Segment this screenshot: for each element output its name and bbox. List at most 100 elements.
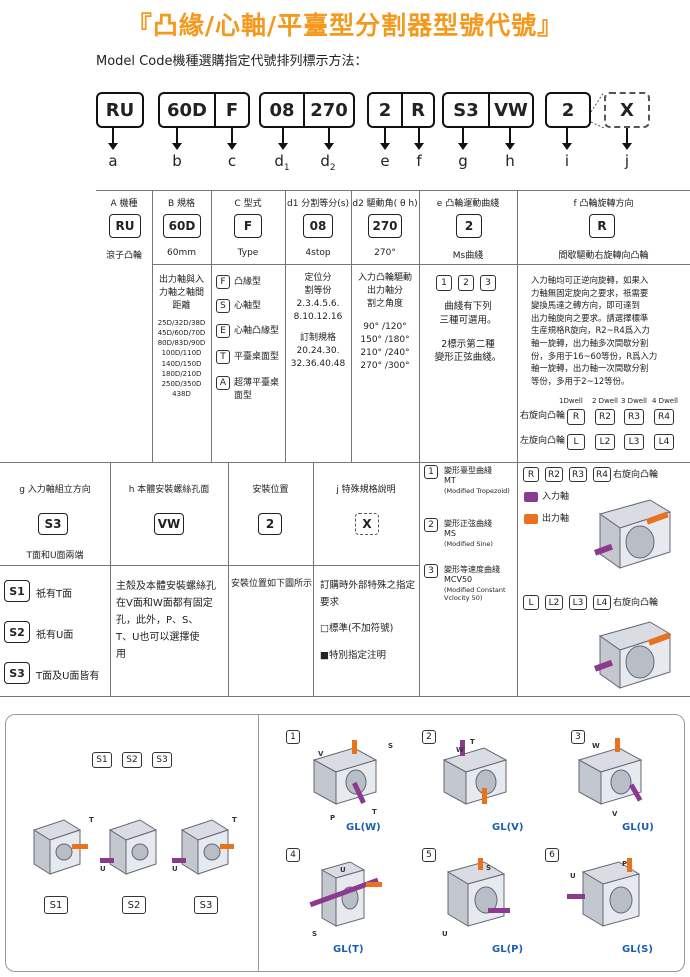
output-shaft-swatch xyxy=(524,514,538,524)
position-6-badge: 6 xyxy=(545,848,559,862)
s-option-3: S3 xyxy=(152,752,172,768)
col-sub-d1: 4stop xyxy=(305,248,331,258)
col-head-d1: d1 分割等分(s) xyxy=(286,199,349,209)
type-key-a: A xyxy=(216,376,230,390)
divider xyxy=(152,190,153,462)
type-key-f: F xyxy=(216,275,230,289)
code-box-d2: 270 xyxy=(303,92,355,128)
rot-l1-lower: L xyxy=(523,595,539,610)
curve-option-1: 1 xyxy=(436,275,452,291)
spec-f-text: 入力軸均可正逆向旋轉，如果入力軸無固定旋向之要求，祇需要變換馬達之轉方向，即可達… xyxy=(531,275,658,386)
arrow-f xyxy=(414,128,424,150)
arrow-h xyxy=(505,128,515,150)
rot-l3-lower: L3 xyxy=(569,595,587,610)
position-2-illustration xyxy=(442,740,508,805)
right-rotation-label: 右旋向凸輪 xyxy=(520,411,566,421)
col-head-c: C 型式 xyxy=(234,199,262,209)
face-label-s-pos4: S xyxy=(312,930,318,938)
rot-r4: R4 xyxy=(654,409,674,425)
position-3-badge: 3 xyxy=(571,730,585,744)
divider xyxy=(419,462,420,696)
dwell-label-2: 2 Dwell xyxy=(592,397,618,405)
spec-j-text: 訂購時外部特殊之指定要求□標準(不加符號)■特別指定注明 xyxy=(320,580,416,661)
code-box-d1: 08 xyxy=(259,92,303,128)
col-head-b: B 規格 xyxy=(167,199,196,209)
col-head-j: j 特殊規格說明 xyxy=(336,485,396,495)
position-1-badge: 1 xyxy=(286,730,300,744)
gearbox-right-illustration xyxy=(594,499,672,569)
type-key-e: E xyxy=(216,324,230,338)
col-sub-g: T面和U面兩端 xyxy=(26,551,84,561)
col-sub-a: 滾子凸輪 xyxy=(105,251,142,261)
col-code-i: 2 xyxy=(258,513,282,535)
position-4-illustration xyxy=(309,861,382,927)
dwell-label-1: 1Dwell xyxy=(559,397,583,405)
assembly-s1: S1 xyxy=(4,580,30,602)
face-label-u-pos5: U xyxy=(442,930,448,938)
letter-f: f xyxy=(416,152,422,170)
position-6-illustration xyxy=(567,858,641,927)
col-head-h: h 本體安裝螺絲孔面 xyxy=(128,485,210,495)
divider xyxy=(419,190,420,462)
arrow-i xyxy=(562,128,572,150)
col-sub-b: 60mm xyxy=(167,248,196,258)
face-label-p-pos6: P xyxy=(622,860,628,868)
assembly-caption-s3: S3 xyxy=(194,896,218,914)
rot-l2: L2 xyxy=(595,434,615,450)
curve-option-3: 3 xyxy=(480,275,496,291)
divider xyxy=(517,462,518,696)
mounting-positions-panel xyxy=(5,714,685,972)
letter-a: a xyxy=(108,152,118,170)
arrow-e xyxy=(380,128,390,150)
position-5-illustration xyxy=(446,858,510,927)
type-label-t: 平臺桌面型 xyxy=(234,352,280,362)
input-shaft-swatch xyxy=(524,492,538,502)
col-head-g: g 入力軸組立方向 xyxy=(19,485,91,495)
arrow-g xyxy=(458,128,468,150)
rot-l2-lower: L2 xyxy=(545,595,563,610)
section-divider xyxy=(0,462,690,463)
divider xyxy=(517,190,518,462)
arrow-c xyxy=(227,128,237,150)
col-code-d1: 08 xyxy=(303,214,333,238)
face-label-w-pos3: W xyxy=(592,742,600,750)
type-key-s: S xyxy=(216,299,230,313)
letter-c: c xyxy=(227,152,237,170)
code-box-g: S3 xyxy=(442,92,488,128)
rot-r2: R2 xyxy=(595,409,615,425)
assembly-s3-illustration xyxy=(172,819,234,875)
letter-d1: d1 xyxy=(274,152,290,173)
assembly-caption-s2: S2 xyxy=(122,896,146,914)
col-head-e: e 凸輪運動曲綫 xyxy=(436,199,500,209)
rot-r1: R xyxy=(567,409,585,425)
col-head-i: 安裝位置 xyxy=(252,485,289,495)
col-code-a: RU xyxy=(109,214,141,238)
gearbox-left-illustration xyxy=(594,621,672,689)
rot-left-label: 右旋向凸輪 xyxy=(613,598,659,608)
assembly-s2-illustration xyxy=(100,819,158,875)
rot-right-label: 右旋向凸輪 xyxy=(613,470,659,480)
face-label-t: T xyxy=(89,816,94,824)
letter-d2: d2 xyxy=(320,152,336,173)
col-code-f: R xyxy=(589,214,615,238)
table-top-line xyxy=(96,190,690,191)
face-label-t-pos2: T xyxy=(470,738,475,746)
assembly-s2: S2 xyxy=(4,621,30,643)
divider xyxy=(351,190,352,462)
rot-r2-lower: R2 xyxy=(545,467,563,482)
divider xyxy=(258,714,259,972)
curve-option-2: 2 xyxy=(458,275,474,291)
page-subtitle: Model Code機種選購指定代號排列標示方法： xyxy=(96,54,368,69)
rot-r3-lower: R3 xyxy=(569,467,587,482)
row-divider xyxy=(152,264,690,265)
rot-r1-lower: R xyxy=(523,467,539,482)
code-box-b: 60D xyxy=(158,92,214,128)
dwell-label-4: 4 Dwell xyxy=(652,397,678,405)
arrow-a xyxy=(108,128,118,150)
position-4-code: GL(T) xyxy=(333,944,364,955)
face-label-p: P xyxy=(330,814,336,822)
letter-g: g xyxy=(458,152,468,170)
col-head-d2: d2 驅動角( θ h) xyxy=(352,199,418,209)
